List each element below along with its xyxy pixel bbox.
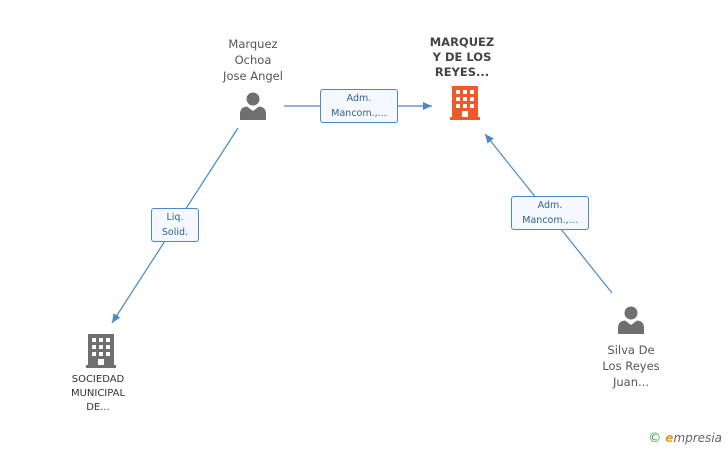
person-icon[interactable] [240,92,266,121]
copyright-icon: © [648,431,662,446]
node-label-person-silva[interactable]: Silva De Los Reyes Juan... [602,343,660,389]
node-label-company-marquez[interactable]: MARQUEZ Y DE LOS REYES... [429,35,495,79]
node-label-company-sociedad[interactable]: SOCIEDAD MUNICIPAL DE... [70,374,126,413]
person-icon[interactable] [618,306,644,335]
node-label-person-marquez[interactable]: Marquez Ochoa Jose Angel [223,37,283,83]
brand-e: e [665,431,674,445]
building-icon[interactable] [450,86,480,120]
building-icon[interactable] [86,334,116,368]
brand-name: mpresia [673,431,722,445]
edge-label-marquez-to-company: Adm. Mancom.,... [320,89,398,123]
edge-label-silva-to-company: Adm. Mancom.,... [511,196,589,230]
edge-label-marquez-to-sociedad: Liq. Solid. [151,208,199,242]
brand-logo: ©empresia [648,431,722,446]
